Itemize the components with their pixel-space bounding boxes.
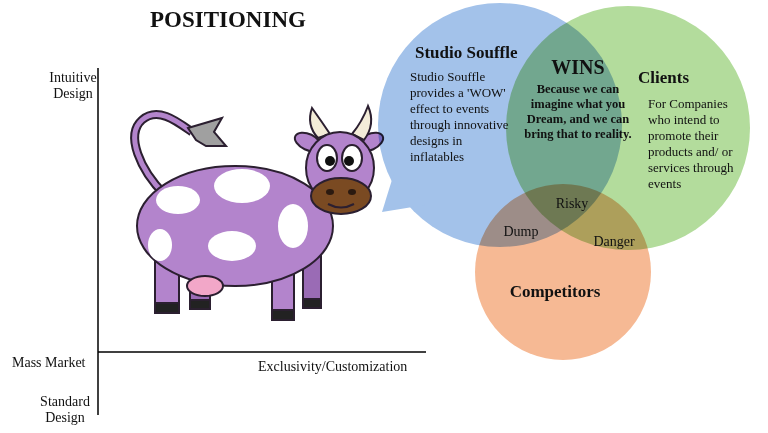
cow-body: [137, 166, 333, 286]
cow-spot: [208, 231, 256, 261]
axis-label: Exclusivity/Customization: [258, 359, 407, 375]
cow-pupil: [325, 156, 335, 166]
cow-snout: [311, 178, 371, 214]
cow-nostril: [348, 189, 356, 195]
purple-cow: [135, 106, 386, 320]
cow-nostril: [326, 189, 334, 195]
circle-body: Studio Souffle provides a 'WOW' effect t…: [410, 69, 518, 165]
axis-label: Standard Design: [22, 394, 108, 426]
cow-mouth: [328, 204, 354, 208]
circle-fill: [475, 184, 651, 360]
cow-spot: [278, 204, 308, 248]
cow-hoof: [155, 303, 179, 313]
region-label: Danger: [584, 234, 644, 250]
circle-heading: Studio Souffle: [415, 43, 518, 63]
region-label: Because we can imagine what you Dream, a…: [521, 82, 635, 142]
region-label: Dump: [491, 224, 551, 240]
circle-heading: Clients: [638, 68, 689, 88]
cow-tail-tuft: [188, 118, 226, 146]
horizontal-axis: [98, 351, 426, 353]
cow-pupil: [344, 156, 354, 166]
cow-spot: [156, 186, 200, 214]
region-label: Risky: [542, 196, 602, 212]
speech-pointer: [382, 170, 425, 212]
cow-hoof: [190, 300, 210, 309]
vertical-axis: [97, 68, 99, 415]
cow-eye: [317, 145, 337, 171]
cow-horn: [310, 108, 330, 138]
diagram-title: POSITIONING: [150, 12, 306, 28]
cow-hoof: [303, 299, 321, 308]
region-label: WINS: [538, 56, 618, 78]
axis-label: Mass Market: [12, 355, 86, 371]
cow-spot: [148, 229, 172, 261]
cow-eye: [342, 145, 362, 171]
axes: [98, 68, 426, 415]
cow-hoof: [272, 310, 294, 320]
circle-body: For Companies who intend to promote thei…: [648, 96, 748, 192]
cow-spot: [214, 169, 270, 203]
circle-heading: Competitors: [475, 282, 635, 302]
cow-udder: [187, 276, 223, 296]
axis-label: Intuitive Design: [28, 70, 118, 102]
